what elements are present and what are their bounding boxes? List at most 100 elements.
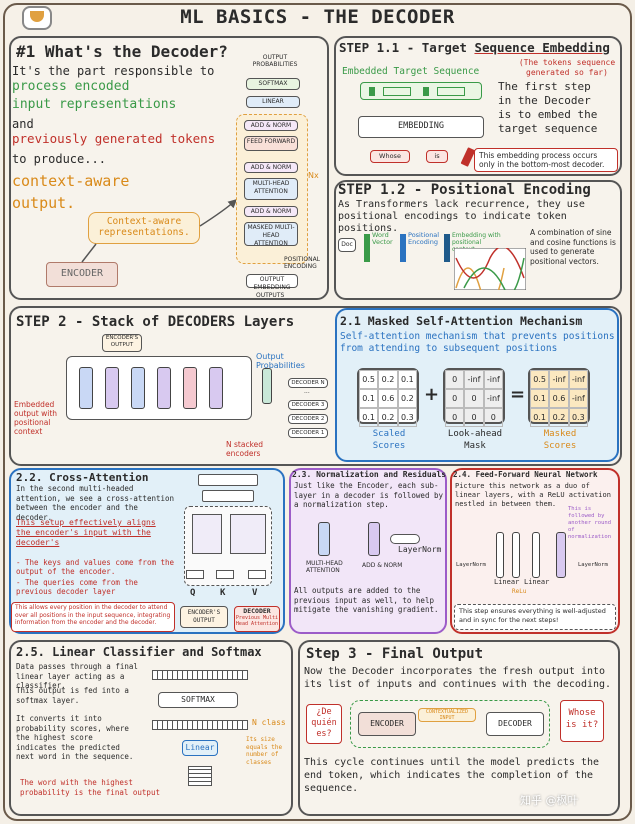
step22-title: 2.2. Cross-Attention <box>16 471 149 484</box>
matrix-cell: 0.5 <box>530 370 550 389</box>
encoder-box: ENCODER <box>46 262 118 287</box>
arch-nx: Nx <box>308 171 319 180</box>
arch-output-embedding: OUTPUT EMBEDDING <box>246 274 298 291</box>
step23-panel <box>289 468 447 634</box>
step23-layernorm: LayerNorm <box>398 545 442 554</box>
token-whose: Whose <box>370 150 410 163</box>
intro-line7: context-aware <box>12 172 130 190</box>
step3-output-q: Whose is it? <box>560 700 604 742</box>
step11-title: STEP 1.1 - Target Sequence Embedding <box>339 40 610 55</box>
k-label: K <box>220 588 226 598</box>
equals-sign: = <box>510 384 526 405</box>
encoder-label: ENCODER <box>60 268 104 279</box>
step24-note: This is followed by another round of nor… <box>568 506 612 540</box>
step24-title: 2.4. Feed-Forward Neural Network <box>453 470 598 479</box>
step2-output-probs: Output Probabilities <box>256 352 305 370</box>
matrix-cell: 0.6 <box>549 389 569 408</box>
matrix-cell: -inf <box>568 370 588 389</box>
step22-text1: In the second multi-headed attention, we… <box>16 484 175 522</box>
pos-enc-label: Positional Encoding <box>408 231 440 246</box>
step3-contextualized: CONTEXTUALIZED INPUT <box>418 708 476 722</box>
step3-flow-frame <box>350 700 550 748</box>
intro-line8: output. <box>12 194 76 212</box>
prob-bar-mid <box>152 720 248 730</box>
step24-footnote: This step ensures everything is well-adj… <box>459 607 606 624</box>
step2-decoder-stack <box>66 356 252 420</box>
matrix-cell: 0.5 <box>359 370 379 389</box>
matrix-cell: -inf <box>483 370 503 389</box>
arch-softmax: SOFTMAX <box>246 78 300 90</box>
matrix-cell: 0.3 <box>568 408 588 427</box>
step25-text2: This output is fed into a softmax layer. <box>16 686 129 705</box>
step22-footnote-box: This allows every position in the decode… <box>11 602 175 632</box>
intro-line1: It's the part responsible to <box>12 64 215 78</box>
step23-title: 2.3. Normalization and Residuals <box>292 470 447 479</box>
step24-footnote-box: This step ensures everything is well-adj… <box>454 604 616 630</box>
intro-line2: process encoded <box>12 79 130 94</box>
matrix-cell: 0.2 <box>549 408 569 427</box>
step25-nclass-note: Its size equals the number of classes <box>246 736 283 766</box>
step25-softmax: SOFTMAX <box>158 692 238 708</box>
matrix-cell: 0.2 <box>397 389 417 408</box>
step11-text: The first step in the Decoder is to embe… <box>498 80 598 135</box>
v-label: V <box>252 588 258 598</box>
embedded-bar <box>444 234 450 262</box>
word-vector-bar <box>364 234 370 262</box>
step23-text2: All outputs are added to the previous in… <box>294 586 439 614</box>
label-mask: Look-ahead Mask <box>447 429 508 451</box>
step25-text3: It converts it into probability scores, … <box>16 714 134 761</box>
cross-attention-diagram: Q K V <box>178 472 278 602</box>
matrix-cell: 0.1 <box>359 389 379 408</box>
step24-linear2: Linear <box>524 578 550 586</box>
step24-layernorm1: LayerNorm <box>456 562 486 568</box>
matrix-cell: 0 <box>483 408 503 427</box>
matrix-cell: 0.1 <box>530 389 550 408</box>
step3-text2: This cycle continues until the model pre… <box>304 757 600 794</box>
step12-title: STEP 1.2 - Positional Encoding <box>338 182 591 198</box>
step25-nclass: N class <box>252 718 286 727</box>
intro-line4: and <box>12 117 34 131</box>
matrix-cell: -inf <box>568 389 588 408</box>
norm-diagram <box>300 518 440 578</box>
matrix-cell: 0.3 <box>397 408 417 427</box>
step2-encoder-output: ENCODER'S OUTPUT <box>102 334 142 352</box>
step11-embedded-vectors <box>360 82 482 100</box>
sine-cosine-plot <box>454 248 526 290</box>
matrix-cell: 0.1 <box>397 370 417 389</box>
arch-add-norm-2: ADD & NORM <box>244 162 298 173</box>
word-vector-label: Word Vector <box>372 231 393 246</box>
matrix-cell: -inf <box>483 389 503 408</box>
matrix-cell: 0.2 <box>378 408 398 427</box>
step3-title: Step 3 - Final Output <box>306 646 484 662</box>
label-masked: Masked Scores <box>543 429 582 451</box>
step11-note: (The tokens sequence generated so far) <box>518 58 616 77</box>
step22-decoder-box: DECODER Previous Multi Head Attention <box>234 606 280 632</box>
arch-outputs: OUTPUTS <box>256 292 285 299</box>
step11-footnote-box: This embedding process occurs only in th… <box>474 148 618 172</box>
step24-text: Picture this network as a duo of linear … <box>455 482 611 508</box>
matrix-cell: 0 <box>445 408 465 427</box>
matrix-cell: -inf <box>464 370 484 389</box>
token-is: is <box>426 150 448 163</box>
context-aware-box: Context-aware representations. <box>88 212 200 244</box>
step22-text2: This setup effectively aligns the encode… <box>16 518 156 547</box>
arch-mha: MULTI-HEAD ATTENTION <box>244 178 298 200</box>
arch-add-norm-1: ADD & NORM <box>244 206 298 217</box>
prob-bar-top <box>152 670 248 680</box>
step25-title: 2.5. Linear Classifier and Softmax <box>16 645 262 659</box>
step12-text: As Transformers lack recurrence, they us… <box>338 199 585 234</box>
doc-icon: Doc <box>338 238 356 252</box>
step25-footnote: The word with the highest probability is… <box>20 778 160 797</box>
context-aware-label: Context-aware representations. <box>98 216 190 238</box>
step3-input-q: ¿De quién es? <box>306 704 342 744</box>
step11-embedded-label: Embedded Target Sequence <box>342 66 480 77</box>
logo-icon <box>22 6 52 30</box>
step2-embedded-output: Embedded output with positional context <box>14 400 58 436</box>
step23-text: Just like the Encoder, each sub-layer in… <box>294 481 444 509</box>
step25-text1: Data passes through a final linear layer… <box>16 662 138 690</box>
step3-text1: Now the Decoder incorporates the fresh o… <box>304 666 612 690</box>
